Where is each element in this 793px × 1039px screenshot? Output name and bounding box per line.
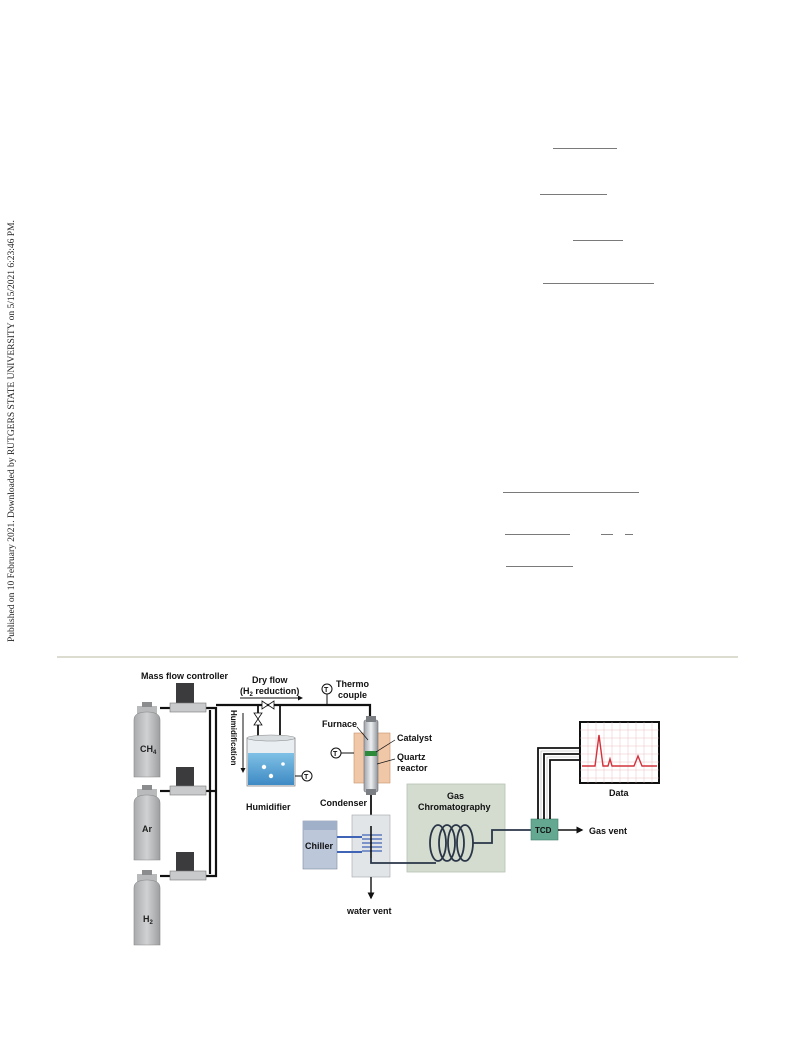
mfc-2	[169, 767, 207, 796]
h2-subscript: 2	[150, 920, 154, 926]
redacted-link-7[interactable]	[601, 534, 613, 535]
humidifier-thermo-t: T	[304, 774, 309, 781]
ch4-cylinder: CH4	[133, 702, 161, 778]
humidification-label: Humidification	[229, 710, 238, 766]
redacted-link-8[interactable]	[625, 534, 633, 535]
ar-cylinder: Ar	[133, 785, 161, 861]
svg-text:CH4: CH4	[140, 744, 157, 756]
redacted-link-9[interactable]	[506, 566, 573, 567]
download-watermark: Published on 10 February 2021. Downloade…	[7, 220, 17, 642]
redacted-link-6[interactable]	[505, 534, 570, 535]
redacted-link-1[interactable]	[553, 148, 617, 149]
gas-vent-label: Gas vent	[589, 826, 627, 836]
humidifier	[246, 734, 296, 787]
dry-flow-sub-label-a: (H	[240, 686, 250, 696]
gc-label-2: Chromatography	[418, 802, 491, 812]
thermocouple-label-1: Thermo	[336, 679, 370, 689]
chiller	[302, 820, 338, 870]
quartz-label-1: Quartz	[397, 752, 426, 762]
furnace-thermo-t: T	[333, 751, 338, 758]
dry-flow-sub-label-b: 2	[250, 692, 254, 698]
ch4-label: CH	[140, 744, 153, 754]
tcd-label: TCD	[535, 826, 552, 835]
data-monitor	[579, 721, 660, 784]
redacted-link-5[interactable]	[503, 492, 639, 493]
dry-flow-label: Dry flow	[252, 675, 289, 685]
furnace-label: Furnace	[322, 719, 357, 729]
humidifier-label: Humidifier	[246, 802, 291, 812]
redacted-link-3[interactable]	[573, 240, 623, 241]
ar-label: Ar	[142, 824, 152, 834]
redacted-link-4[interactable]	[543, 283, 654, 284]
condenser-label: Condenser	[320, 798, 368, 808]
catalyst-label: Catalyst	[397, 733, 432, 743]
quartz-reactor	[363, 716, 379, 795]
mfc-1	[169, 683, 207, 713]
quartz-label-2: reactor	[397, 763, 428, 773]
water-vent-label: water vent	[346, 906, 392, 916]
page-separator	[57, 656, 738, 658]
svg-text:(H2 reduction): (H2 reduction)	[240, 686, 299, 698]
experimental-setup-diagram: CH4 Ar H2 Mass flow controller Dry flow	[133, 671, 660, 946]
redacted-link-2[interactable]	[540, 194, 607, 195]
svg-text:H2: H2	[143, 914, 154, 926]
h2-label: H	[143, 914, 150, 924]
ch4-subscript: 4	[153, 750, 157, 756]
chiller-label: Chiller	[305, 841, 334, 851]
h2-cylinder: H2	[133, 870, 161, 946]
dry-flow-sub-label-c: reduction)	[253, 686, 300, 696]
thermocouple-t: T	[324, 687, 329, 694]
humidifier-valve	[253, 712, 263, 726]
mfc-3	[169, 852, 207, 881]
gc-label-1: Gas	[447, 791, 464, 801]
condenser	[351, 814, 391, 878]
data-label: Data	[609, 788, 630, 798]
gas-chromatography	[406, 783, 506, 873]
mfc-label: Mass flow controller	[141, 671, 229, 681]
thermocouple-label-2: couple	[338, 690, 367, 700]
dry-line-valve	[261, 700, 275, 710]
